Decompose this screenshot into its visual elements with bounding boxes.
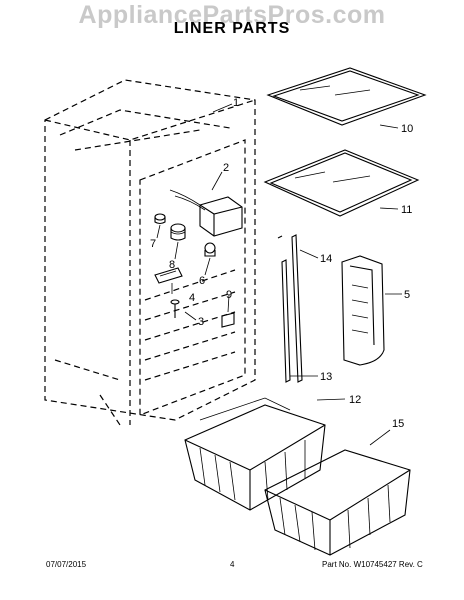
light-bar — [154, 267, 183, 284]
liner-cabinet — [44, 79, 256, 426]
callout-1: 1 — [233, 97, 239, 109]
basket-lower — [264, 449, 411, 556]
footer-page-number: 4 — [230, 560, 235, 569]
vertical-strip — [277, 234, 303, 383]
air-tower — [341, 255, 385, 366]
callout-2: 2 — [223, 162, 229, 174]
callout-labels: 1 2 3 4 5 6 7 8 9 10 11 12 13 14 15 — [150, 97, 413, 430]
control-housing — [169, 189, 243, 237]
callout-6: 6 — [199, 275, 205, 287]
bulb-socket — [204, 242, 216, 257]
page-title: LINER PARTS — [173, 20, 291, 37]
shelf-lower — [263, 149, 420, 217]
callout-9: 9 — [226, 289, 232, 301]
lower-strip — [281, 259, 291, 383]
screw — [170, 299, 180, 318]
callout-13: 13 — [320, 371, 332, 383]
plate — [221, 312, 235, 328]
callout-14: 14 — [320, 253, 332, 265]
small-knob — [154, 213, 166, 225]
callout-10: 10 — [401, 123, 413, 135]
callout-5: 5 — [404, 289, 410, 301]
watermark: AppliancePartsPros.com — [78, 1, 386, 29]
callout-4: 4 — [189, 292, 195, 304]
shelf-upper — [266, 67, 427, 126]
callout-12: 12 — [349, 394, 361, 406]
callout-8: 8 — [169, 259, 175, 271]
callout-15: 15 — [392, 418, 404, 430]
footer-part-info: Part No. W10745427 Rev. C — [322, 560, 423, 569]
callout-11: 11 — [401, 204, 412, 216]
callout-3: 3 — [198, 316, 204, 328]
leader-lines — [156, 103, 402, 446]
thermostat-dial — [170, 223, 186, 241]
basket-upper — [184, 397, 326, 511]
footer-date: 07/07/2015 — [46, 560, 87, 569]
callout-7: 7 — [150, 238, 156, 250]
